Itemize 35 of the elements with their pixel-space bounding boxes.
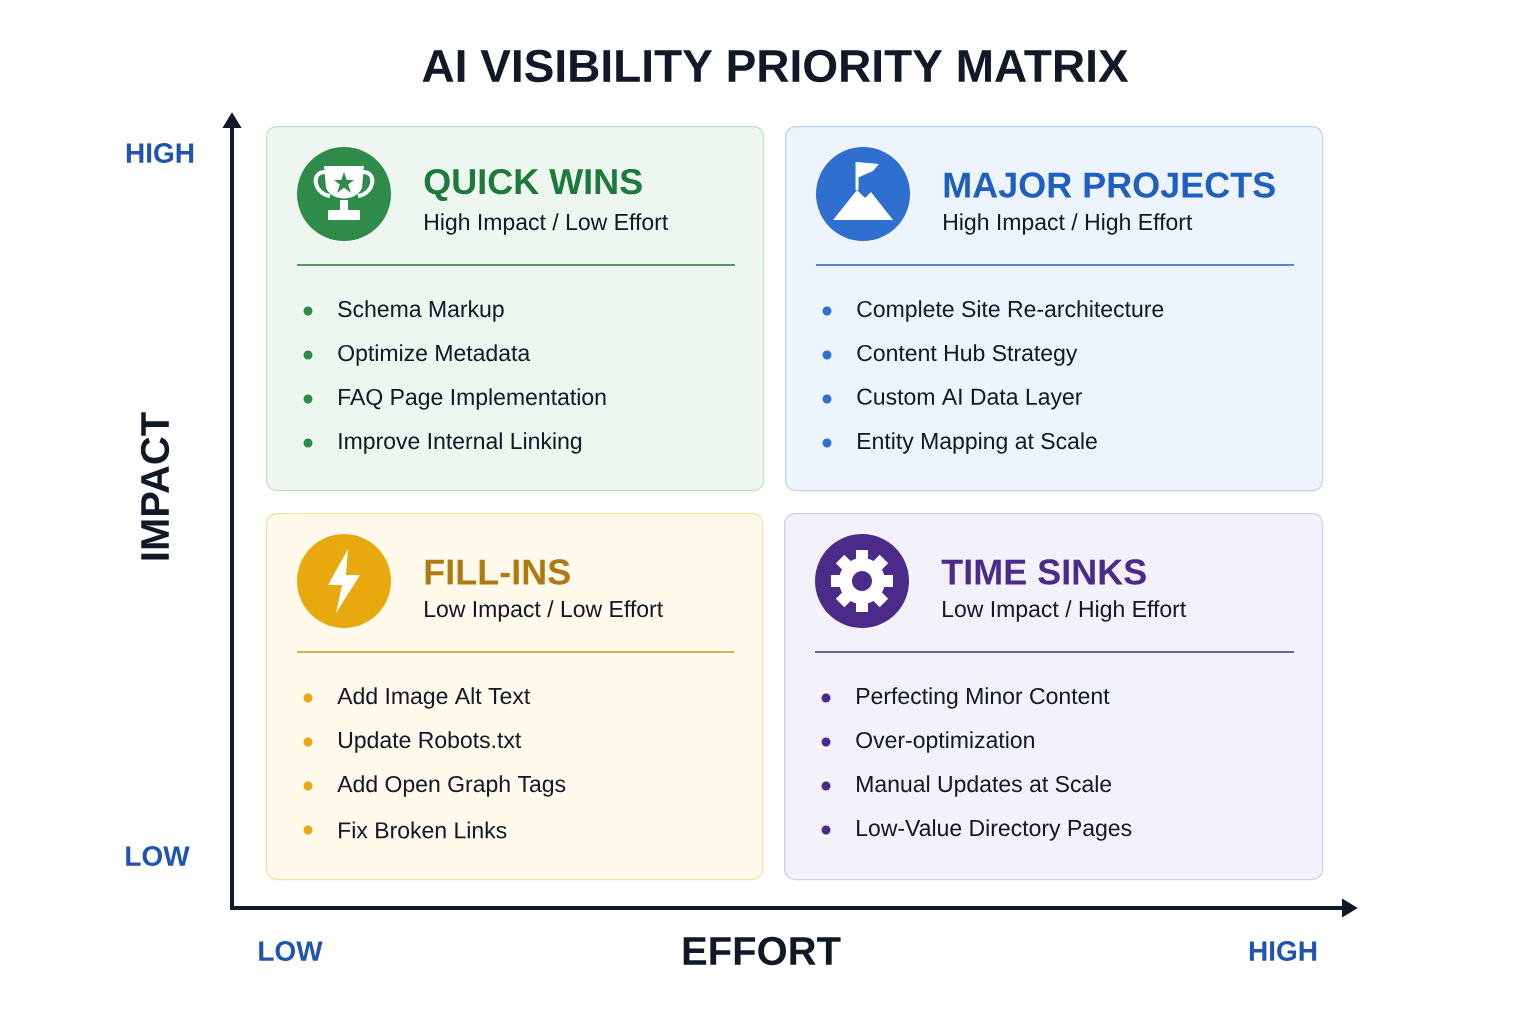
list-item: Custom AI Data Layer xyxy=(857,388,1083,410)
axis-title: IMPACT xyxy=(140,412,170,560)
axis-label: LOW xyxy=(126,846,190,866)
list-item: Add Open Graph Tags xyxy=(337,775,566,797)
list-item: FAQ Page Implementation xyxy=(339,388,606,410)
list-item: Fix Broken Links xyxy=(339,821,507,839)
card-title: FILL-INS xyxy=(425,559,570,585)
list-item: Content Hub Strategy xyxy=(857,344,1078,366)
quadrant-card xyxy=(784,513,1324,881)
card-subtitle: High Impact / High Effort xyxy=(944,213,1193,235)
card-subtitle: Low Impact / Low Effort xyxy=(425,600,663,622)
quadrant-card xyxy=(266,513,764,881)
card-subtitle: Low Impact / High Effort xyxy=(943,600,1187,622)
axis-label: LOW xyxy=(259,941,323,961)
list-item: Complete Site Re-architecture xyxy=(857,300,1164,322)
list-item: Low-Value Directory Pages xyxy=(857,819,1132,841)
list-item: Over-optimization xyxy=(856,731,1034,753)
list-item: Improve Internal Linking xyxy=(339,432,582,454)
card-title: QUICK WINS xyxy=(424,168,642,202)
card-title: TIME SINKS xyxy=(941,559,1146,585)
title: AI VISIBILITY PRIORITY MATRIX xyxy=(422,49,1129,83)
list-item: Perfecting Minor Content xyxy=(857,687,1110,709)
axis-label: HIGH xyxy=(126,143,194,163)
card-title: MAJOR PROJECTS xyxy=(944,172,1275,198)
quadrant-card xyxy=(266,126,765,492)
axis-title: EFFORT xyxy=(683,936,841,966)
card-subtitle: High Impact / Low Effort xyxy=(425,213,669,235)
list-item: Optimize Metadata xyxy=(338,344,531,366)
quadrant-card xyxy=(785,126,1324,492)
axis-label: HIGH xyxy=(1249,941,1317,961)
list-item: Manual Updates at Scale xyxy=(857,775,1112,797)
list-item: Entity Mapping at Scale xyxy=(858,432,1097,454)
list-item: Add Image Alt Text xyxy=(337,687,531,709)
list-item: Update Robots.txt xyxy=(339,731,522,753)
list-item: Schema Markup xyxy=(338,300,504,322)
